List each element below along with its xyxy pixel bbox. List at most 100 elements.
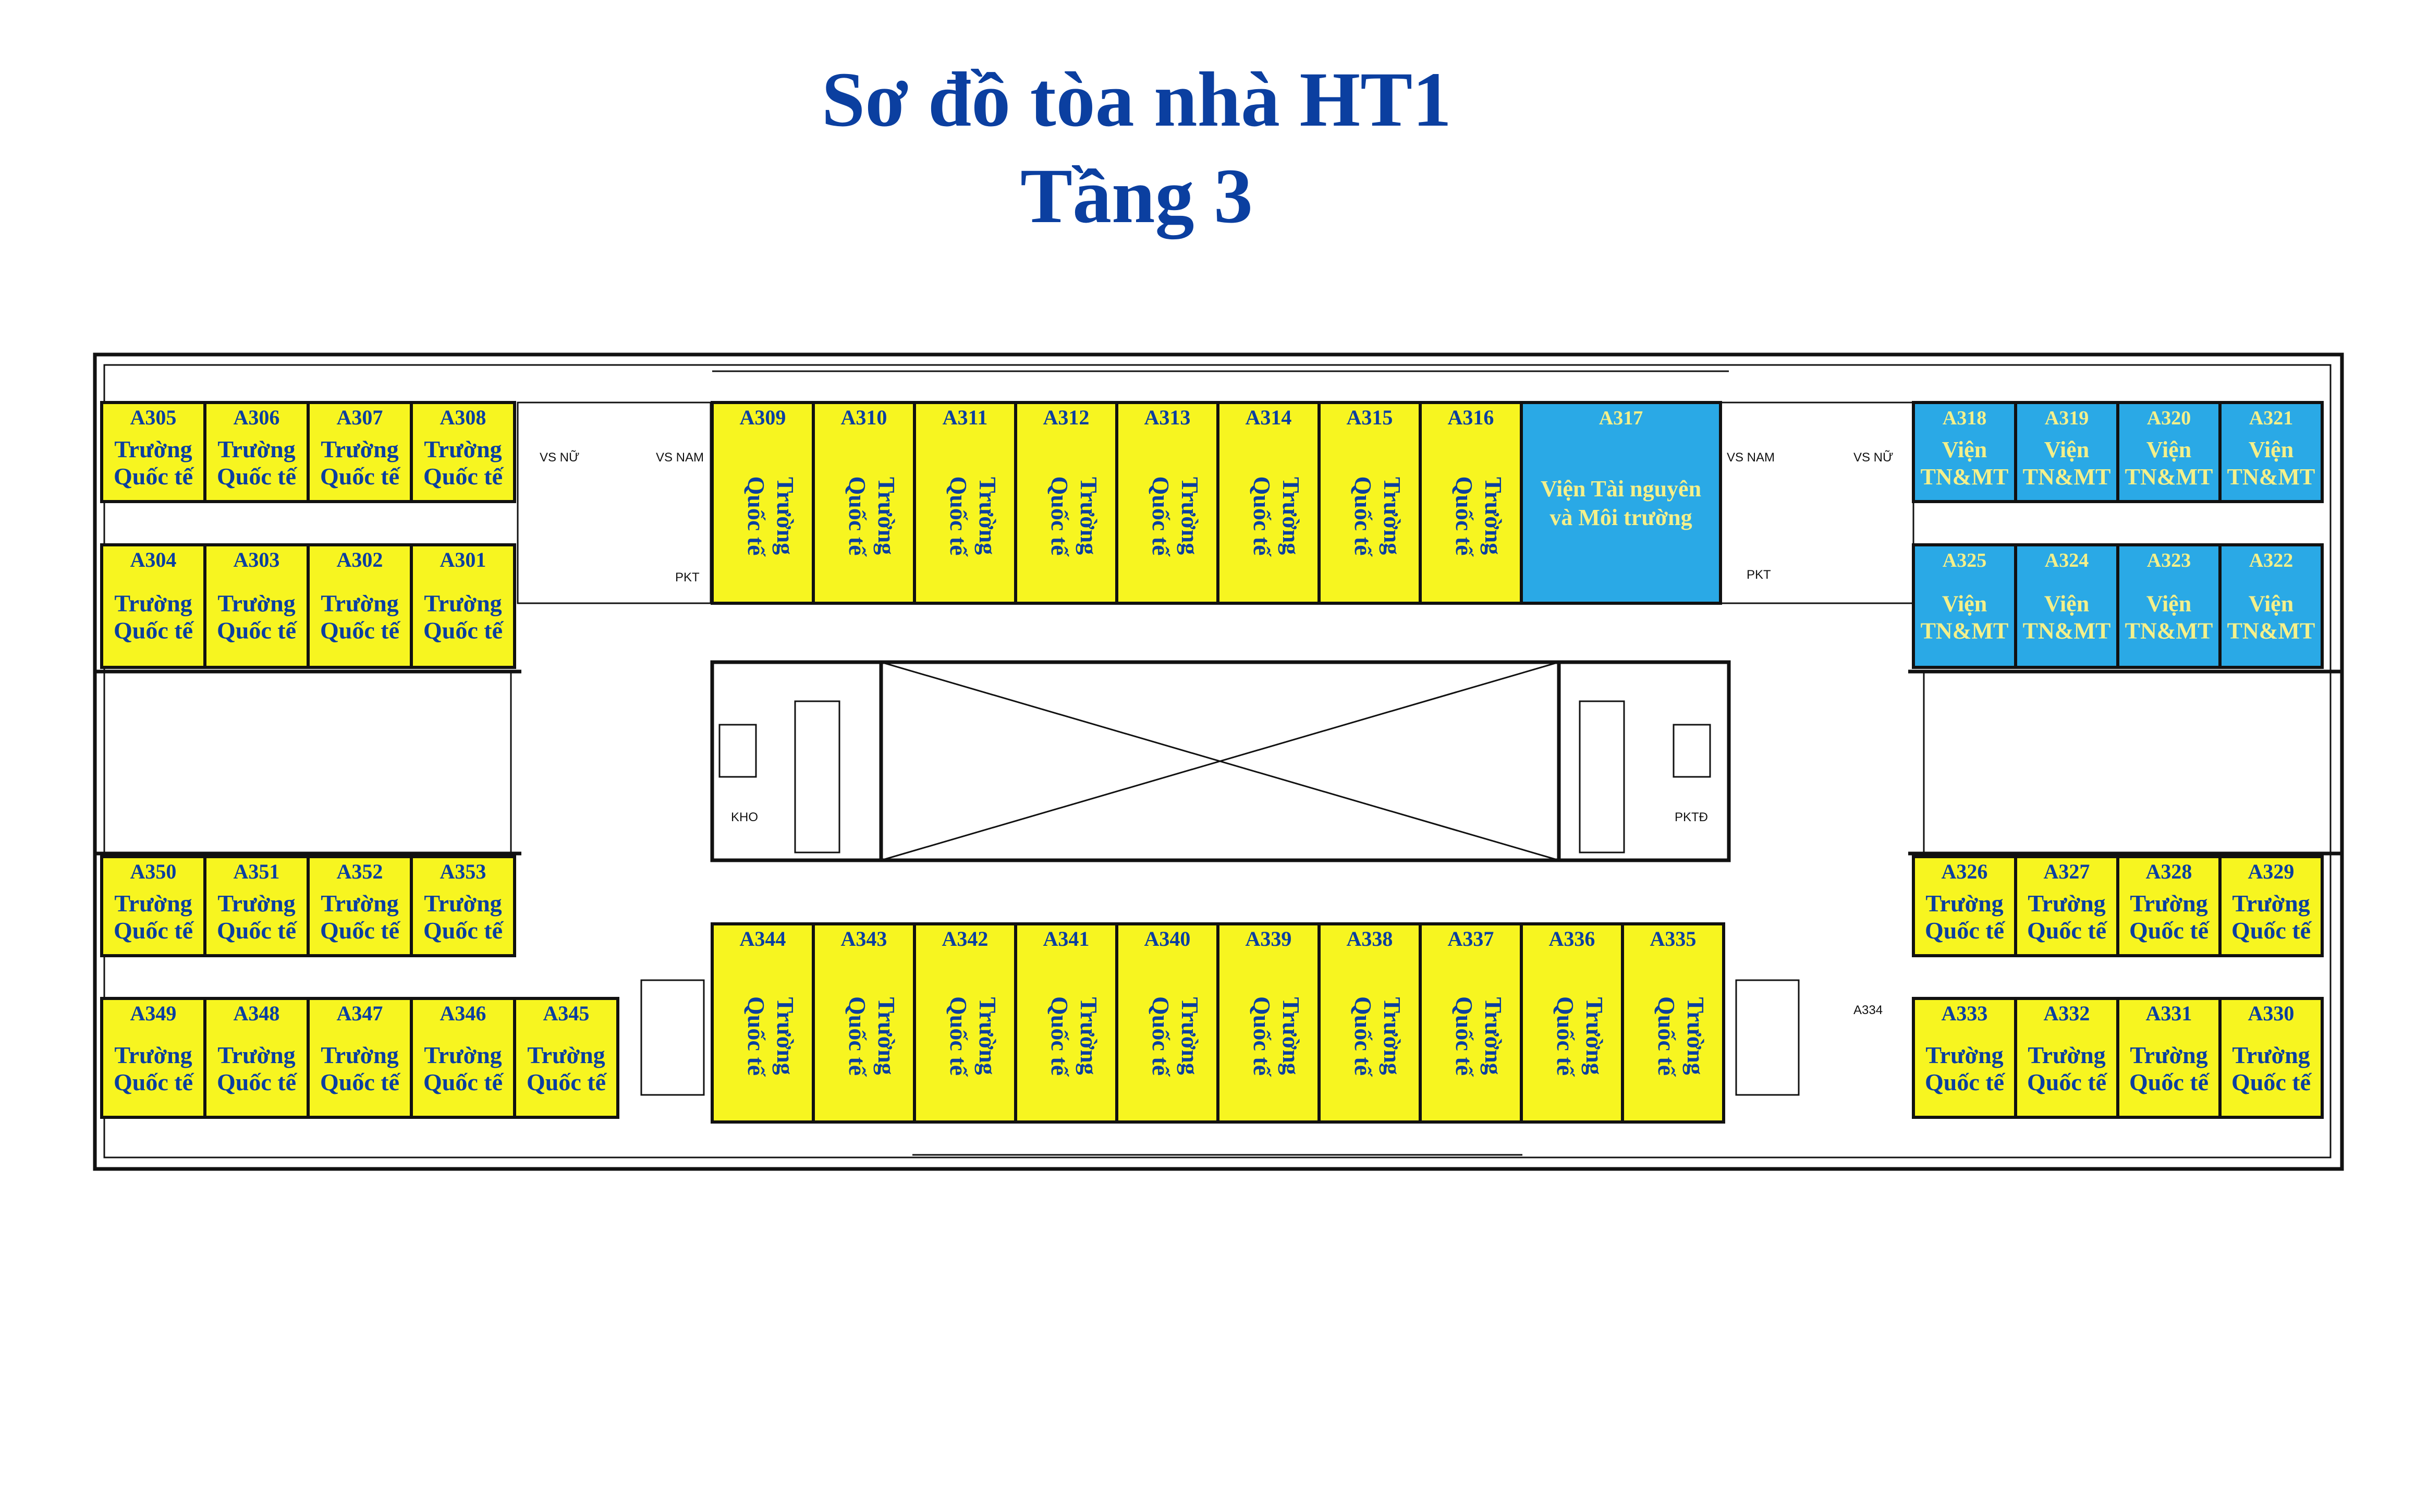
room-code: A340	[1144, 927, 1191, 950]
room-owner-line2: Quốc tế	[1046, 996, 1073, 1077]
room-owner-line1: Trường	[114, 1042, 192, 1068]
room-owner-line2: Quốc tế	[2129, 917, 2210, 944]
room-code: A316	[1448, 406, 1494, 429]
room-owner-line2: Quốc tế	[945, 996, 972, 1077]
room-code: A322	[2249, 550, 2293, 571]
room-owner-line1: Trường	[1925, 1042, 2003, 1068]
room-code: A307	[337, 406, 383, 429]
pkt-right-label: PKT	[1747, 568, 1771, 582]
vs-nam-right-label: VS NAM	[1727, 450, 1775, 465]
room-owner-line1: Trường	[114, 890, 192, 917]
room-code: A332	[2044, 1002, 2090, 1025]
room-code: A312	[1043, 406, 1090, 429]
room-owner-line1: Trường	[217, 436, 295, 462]
room-owner-line1: Trường	[321, 590, 398, 617]
room-code: A344	[740, 927, 786, 950]
room-code: A314	[1246, 406, 1292, 429]
a334-label: A334	[1853, 1003, 1883, 1017]
room-code: A337	[1448, 927, 1494, 950]
room-owner-line1: Trường	[873, 997, 900, 1075]
room-owner-line1: Trường	[321, 1042, 398, 1068]
room-owner-line2: Quốc tế	[2129, 1069, 2210, 1095]
room-code: A324	[2045, 550, 2089, 571]
room-code: A343	[841, 927, 887, 950]
room-code: A339	[1246, 927, 1292, 950]
room-code: A349	[130, 1002, 177, 1025]
room-code: A338	[1347, 927, 1393, 950]
room-owner-line1: Trường	[873, 477, 900, 555]
room-owner-line1: Viện	[2044, 591, 2089, 617]
room-code: A327	[2044, 860, 2090, 883]
room-owner-line2: Quốc tế	[423, 463, 504, 490]
room-code: A329	[2248, 860, 2295, 883]
room-owner-line2: Quốc tế	[1451, 476, 1478, 557]
room-owner-line2: Quốc tế	[1925, 1069, 2006, 1095]
room-owner-line2: TN&MT	[1921, 464, 2009, 490]
room-owner-line2: Quốc tế	[423, 617, 504, 644]
room-owner-line2: Quốc tế	[114, 617, 194, 644]
room-owner-line1: Trường	[1480, 997, 1507, 1075]
room-owner-line1: Viện	[2249, 591, 2293, 617]
room-owner-line2: TN&MT	[2023, 464, 2111, 490]
room-owner-line1: Trường	[2232, 890, 2310, 917]
room-owner-line1: Trường	[1682, 997, 1709, 1075]
room-code: A328	[2146, 860, 2192, 883]
room-owner-line1: Trường	[1581, 997, 1608, 1075]
room-owner-line2: Quốc tế	[743, 996, 770, 1077]
room-owner-line1: Trường	[424, 1042, 502, 1068]
room-owner-line1: Trường	[217, 590, 295, 617]
